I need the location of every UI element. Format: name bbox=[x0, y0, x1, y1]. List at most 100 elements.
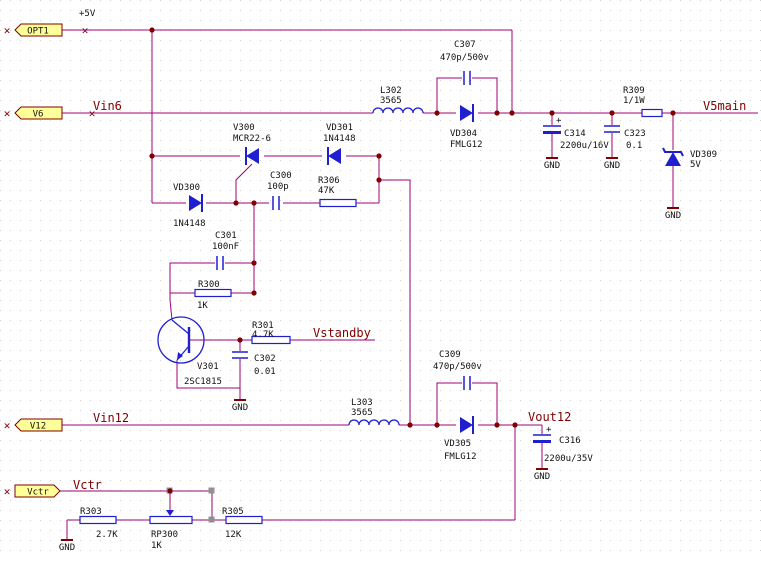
wire-endpoint bbox=[208, 516, 215, 523]
net-label-vctr: Vctr bbox=[73, 478, 102, 492]
net-label-vout12: Vout12 bbox=[528, 410, 571, 424]
resistor-r303 bbox=[79, 515, 117, 525]
resistor-body bbox=[641, 108, 663, 118]
port-shape bbox=[14, 106, 63, 120]
junction-dot bbox=[434, 110, 440, 116]
r301-ref: R301 bbox=[252, 321, 274, 331]
vd309-ref: VD309 bbox=[690, 150, 717, 160]
resistor-body bbox=[319, 198, 357, 208]
resistor-body bbox=[194, 288, 232, 298]
junction-dot bbox=[609, 110, 615, 116]
resistor-r305 bbox=[225, 515, 263, 525]
polarity-mark: + bbox=[546, 425, 552, 435]
c307-ref: C307 bbox=[454, 40, 476, 50]
resistor-r306 bbox=[319, 198, 357, 208]
resistor-body bbox=[79, 515, 117, 525]
capacitor-c309 bbox=[463, 376, 471, 390]
rp300-wiper-arrow bbox=[166, 510, 174, 516]
junction-dot bbox=[494, 422, 500, 428]
port-shape bbox=[14, 484, 61, 498]
port-vctr: ✕ bbox=[4, 484, 61, 498]
l302-value: 3565 bbox=[380, 96, 402, 106]
capacitor-c314 bbox=[543, 125, 561, 134]
wire bbox=[472, 77, 498, 113]
v300-ref: V300 bbox=[233, 123, 255, 133]
inductor-l302 bbox=[372, 107, 424, 114]
junction-dot bbox=[376, 177, 382, 183]
junction-dot bbox=[376, 153, 382, 159]
wire bbox=[169, 299, 173, 321]
net-label-vin6: Vin6 bbox=[93, 99, 122, 113]
transistor-collector bbox=[171, 319, 190, 335]
r305-ref: R305 bbox=[222, 507, 244, 517]
junction-dot bbox=[670, 110, 676, 116]
port-opt1-label: OPT1 bbox=[27, 27, 49, 37]
inductor-coil bbox=[348, 419, 400, 426]
capacitor-c302 bbox=[232, 351, 248, 359]
c307-value: 470p/500v bbox=[440, 53, 489, 63]
junction-dot bbox=[509, 110, 515, 116]
net-label-v5main: V5main bbox=[703, 99, 746, 113]
c323-ref: C323 bbox=[624, 129, 646, 139]
port-v6-label: V6 bbox=[33, 110, 44, 120]
port-cross: ✕ bbox=[4, 24, 11, 37]
vd300-ref: VD300 bbox=[173, 183, 200, 193]
v301-value: 2SC1815 bbox=[184, 377, 222, 387]
diode-vd304 bbox=[460, 104, 474, 122]
capacitor-c301 bbox=[216, 256, 224, 270]
l303-ref: L303 bbox=[351, 398, 373, 408]
port-v12-label: V12 bbox=[30, 422, 46, 432]
diode-vd305 bbox=[460, 416, 474, 434]
wires-layer bbox=[30, 29, 758, 540]
junction-dot bbox=[494, 110, 500, 116]
junction-dot bbox=[251, 200, 257, 206]
cap-plate-filled bbox=[533, 440, 551, 443]
c309-value: 470p/500v bbox=[433, 362, 482, 372]
rp300-ref: RP300 bbox=[151, 530, 178, 540]
vd305-ref: VD305 bbox=[444, 439, 471, 449]
port-cross: ✕ bbox=[4, 485, 11, 498]
gnd-label: GND bbox=[534, 472, 550, 482]
wire bbox=[176, 360, 240, 389]
diode-vd301 bbox=[327, 147, 341, 165]
r309-value: 1/1W bbox=[623, 96, 645, 106]
diode-triangle bbox=[665, 152, 681, 166]
junction-dot bbox=[149, 153, 155, 159]
vd305-value: FMLG12 bbox=[444, 452, 477, 462]
junction-dot bbox=[233, 200, 239, 206]
inductor-l303 bbox=[348, 419, 400, 426]
resistor-r301 bbox=[251, 335, 291, 345]
port-v12: ✕ bbox=[4, 418, 63, 432]
port-shape bbox=[14, 418, 63, 432]
port-shape bbox=[14, 23, 63, 37]
vd300-value: 1N4148 bbox=[173, 219, 206, 229]
c302-value: 0.01 bbox=[254, 367, 276, 377]
r309-ref: R309 bbox=[623, 86, 645, 96]
junctions-layer bbox=[149, 27, 676, 494]
capacitor-c307 bbox=[463, 71, 471, 85]
r305-value: 12K bbox=[225, 530, 242, 540]
inductor-coil bbox=[372, 107, 424, 114]
gnd-label: GND bbox=[604, 161, 620, 171]
diode-triangle bbox=[189, 195, 202, 211]
c314-ref: C314 bbox=[564, 129, 586, 139]
junction-dot bbox=[167, 488, 173, 494]
port-cross: ✕ bbox=[4, 107, 11, 120]
port-vctr-label: Vctr bbox=[27, 488, 49, 498]
diode-vd300 bbox=[189, 194, 203, 212]
zener-bar bbox=[662, 147, 684, 157]
wire bbox=[379, 179, 411, 425]
resistor-r309 bbox=[641, 108, 663, 118]
port-v6: ✕ bbox=[4, 106, 63, 120]
cap-plate-filled bbox=[543, 131, 561, 134]
junction-dot bbox=[407, 422, 413, 428]
resistor-r300 bbox=[194, 288, 232, 298]
capacitor-c323 bbox=[604, 125, 620, 133]
net-label-plus5v: +5V bbox=[79, 9, 96, 19]
transistor-body bbox=[157, 316, 205, 364]
c323-value: 0.1 bbox=[626, 141, 642, 151]
resistor-body bbox=[225, 515, 263, 525]
c301-ref: C301 bbox=[215, 231, 237, 241]
